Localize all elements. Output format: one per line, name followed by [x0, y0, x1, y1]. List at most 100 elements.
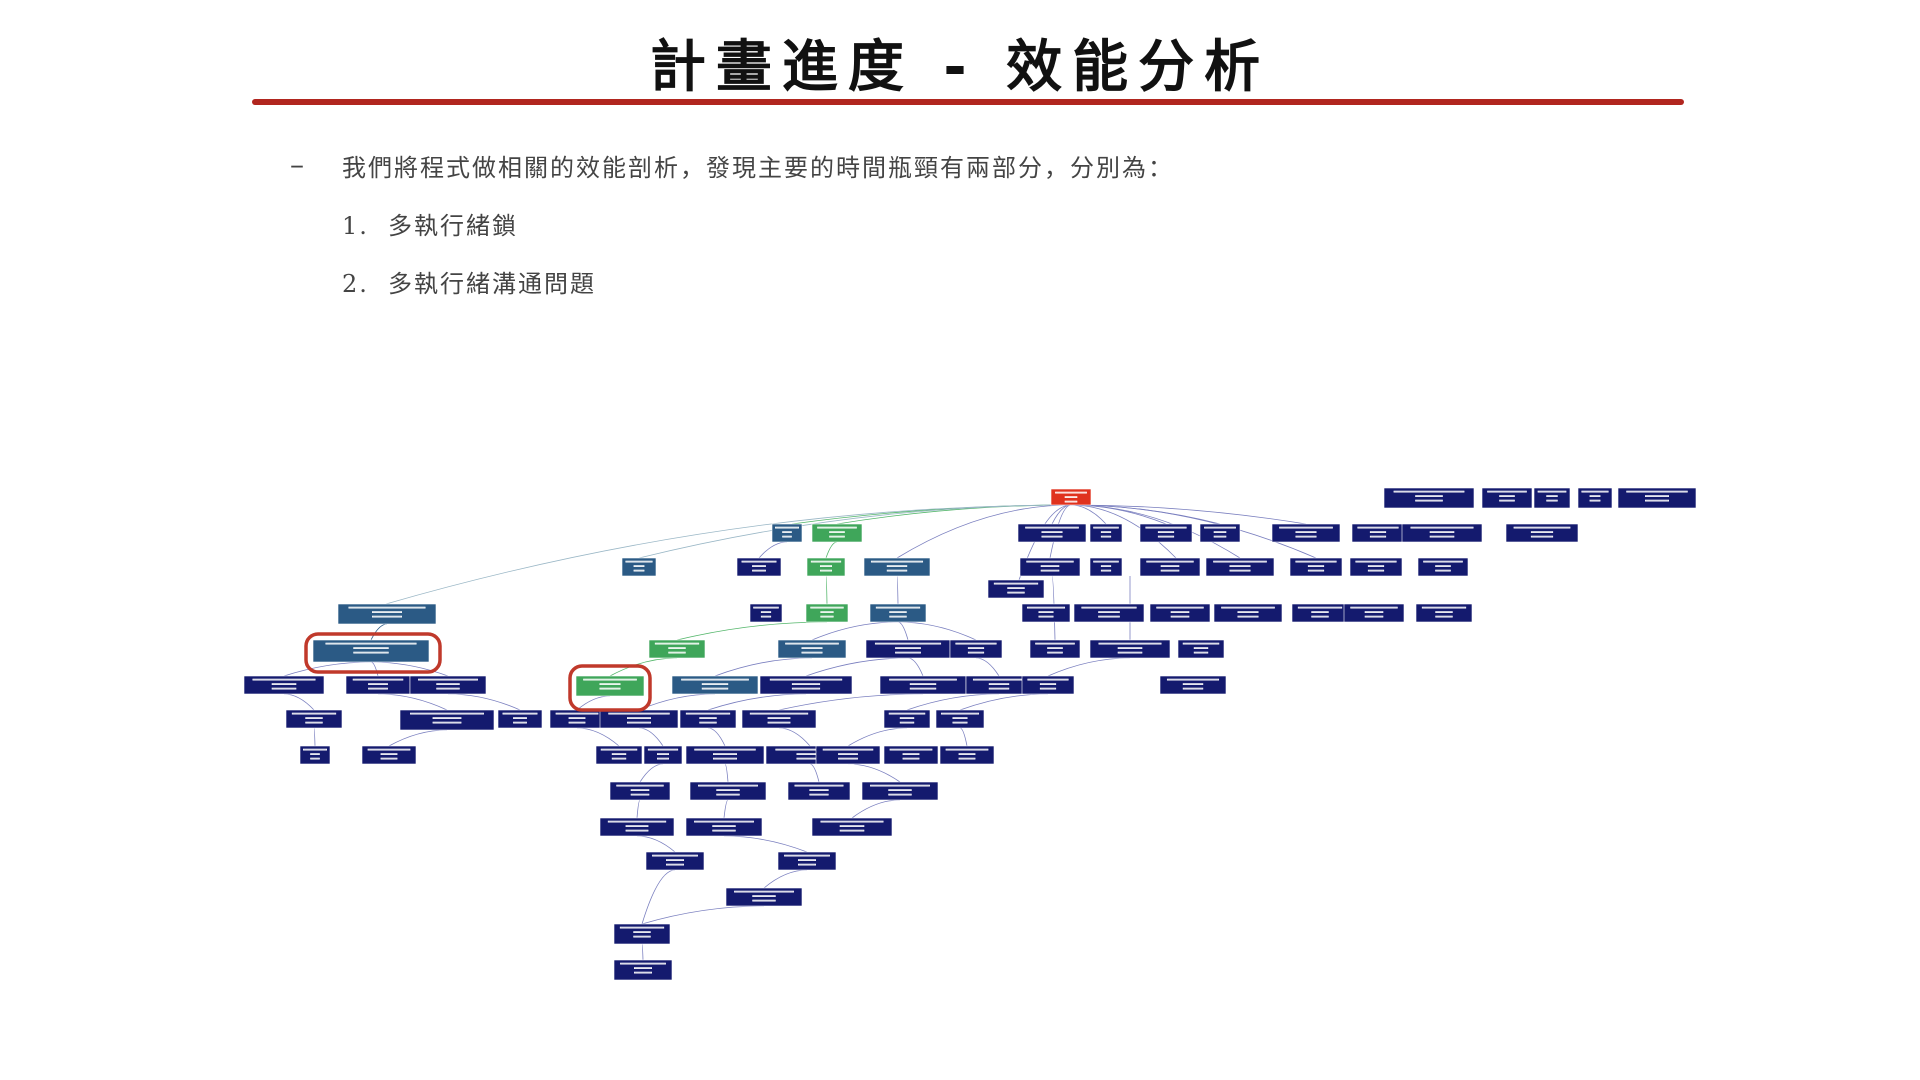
call-graph-node	[879, 675, 967, 695]
call-graph-node	[549, 709, 605, 729]
call-edge	[896, 575, 899, 605]
call-graph-node	[409, 675, 487, 695]
call-graph-node	[361, 745, 417, 765]
call-edge	[638, 727, 664, 747]
call-graph-node	[648, 639, 706, 659]
call-graph-node	[863, 557, 931, 577]
slide-title: 計畫進度 - 效能分析	[649, 35, 1271, 100]
call-graph-node	[1089, 557, 1123, 577]
call-graph-node	[805, 603, 849, 623]
call-graph-node	[1291, 603, 1349, 623]
call-edge	[959, 727, 968, 747]
call-edge	[1070, 504, 1241, 559]
call-edge	[897, 621, 909, 641]
call-graph-node	[987, 579, 1045, 599]
call-graph-node	[609, 781, 671, 801]
list-item-text: 多執行緒鎖	[388, 212, 518, 240]
call-graph-node	[345, 675, 411, 695]
call-edge	[847, 727, 908, 747]
call-edge	[907, 657, 924, 677]
call-graph-node	[299, 745, 331, 765]
call-graph-node	[736, 557, 782, 577]
call-edge	[1049, 504, 1072, 559]
call-graph-node	[949, 639, 1003, 659]
call-graph-node	[935, 709, 985, 729]
call-edge	[847, 763, 901, 783]
call-graph-node	[337, 603, 437, 625]
call-graph-node	[575, 675, 645, 697]
call-edge	[758, 541, 788, 559]
call-edge	[385, 504, 1072, 605]
call-graph-node	[861, 781, 939, 801]
list-item-number: 1.	[342, 212, 369, 240]
call-edge	[1070, 504, 1307, 525]
bottleneck-highlight-box	[568, 664, 652, 712]
call-edge	[975, 657, 1000, 677]
call-graph-node	[883, 745, 939, 765]
call-graph-node	[497, 709, 543, 729]
call-edge	[283, 661, 372, 677]
call-edge	[1051, 575, 1056, 641]
call-graph-node	[1205, 557, 1275, 577]
call-graph-node	[599, 817, 675, 837]
call-graph-node	[749, 603, 783, 623]
call-graph-node	[759, 675, 853, 695]
call-edge	[763, 869, 808, 889]
call-graph-node	[1383, 487, 1475, 509]
call-edge	[724, 763, 729, 783]
call-edge	[447, 693, 521, 711]
call-graph-nodes	[243, 487, 1697, 981]
call-edge	[370, 661, 379, 677]
call-edge	[370, 623, 388, 641]
call-graph-node	[1089, 639, 1171, 659]
call-edge	[778, 727, 811, 747]
call-graph-node	[1199, 523, 1241, 543]
call-graph-node	[1073, 603, 1145, 623]
call-graph-node	[811, 817, 893, 837]
call-graph-node	[815, 745, 881, 765]
list-item-number: 2.	[342, 270, 369, 298]
call-graph-node	[1617, 487, 1697, 509]
call-graph-node	[1139, 557, 1201, 577]
call-edge	[636, 799, 641, 819]
call-graph-node	[777, 851, 837, 871]
call-graph-node	[595, 745, 643, 765]
call-graph-node	[613, 959, 673, 981]
call-graph-node	[865, 639, 951, 659]
call-graph-node	[741, 709, 817, 729]
call-edge	[641, 943, 644, 961]
call-graph-node	[1577, 487, 1613, 509]
call-graph-node	[939, 745, 995, 765]
call-graph-node	[965, 675, 1033, 695]
call-graph-node	[1505, 523, 1579, 543]
call-graph-node	[243, 675, 325, 695]
call-graph-node	[679, 709, 737, 729]
call-graph-node	[621, 557, 657, 577]
call-graph-node	[613, 923, 671, 945]
call-edge	[641, 905, 765, 925]
call-edge	[805, 657, 909, 677]
call-graph-node	[811, 523, 863, 543]
call-graph-node	[1213, 603, 1283, 623]
call-edge	[1070, 504, 1107, 525]
list-item: 1. 多執行緒鎖	[342, 206, 518, 241]
call-graph-node	[643, 745, 683, 765]
call-graph-node	[725, 887, 803, 907]
call-graph-node	[787, 781, 851, 801]
bullet-text: 我們將程式做相關的效能剖析，發現主要的時間瓶頸有兩部分，分別為：	[342, 154, 1174, 182]
call-edge	[636, 835, 676, 853]
call-edge	[377, 693, 448, 711]
call-edge	[811, 621, 899, 641]
call-edge	[576, 727, 620, 747]
call-graph-node	[1289, 557, 1343, 577]
call-graph-node	[806, 557, 846, 577]
list-item-text: 多執行緒溝通問題	[388, 270, 596, 298]
call-graph-node	[645, 851, 705, 871]
call-graph-node	[1159, 675, 1227, 695]
call-graph-node	[312, 639, 430, 663]
call-edge	[809, 763, 820, 783]
call-graph-node	[1481, 487, 1533, 509]
call-edge	[676, 621, 828, 641]
call-graph-node	[771, 523, 803, 543]
